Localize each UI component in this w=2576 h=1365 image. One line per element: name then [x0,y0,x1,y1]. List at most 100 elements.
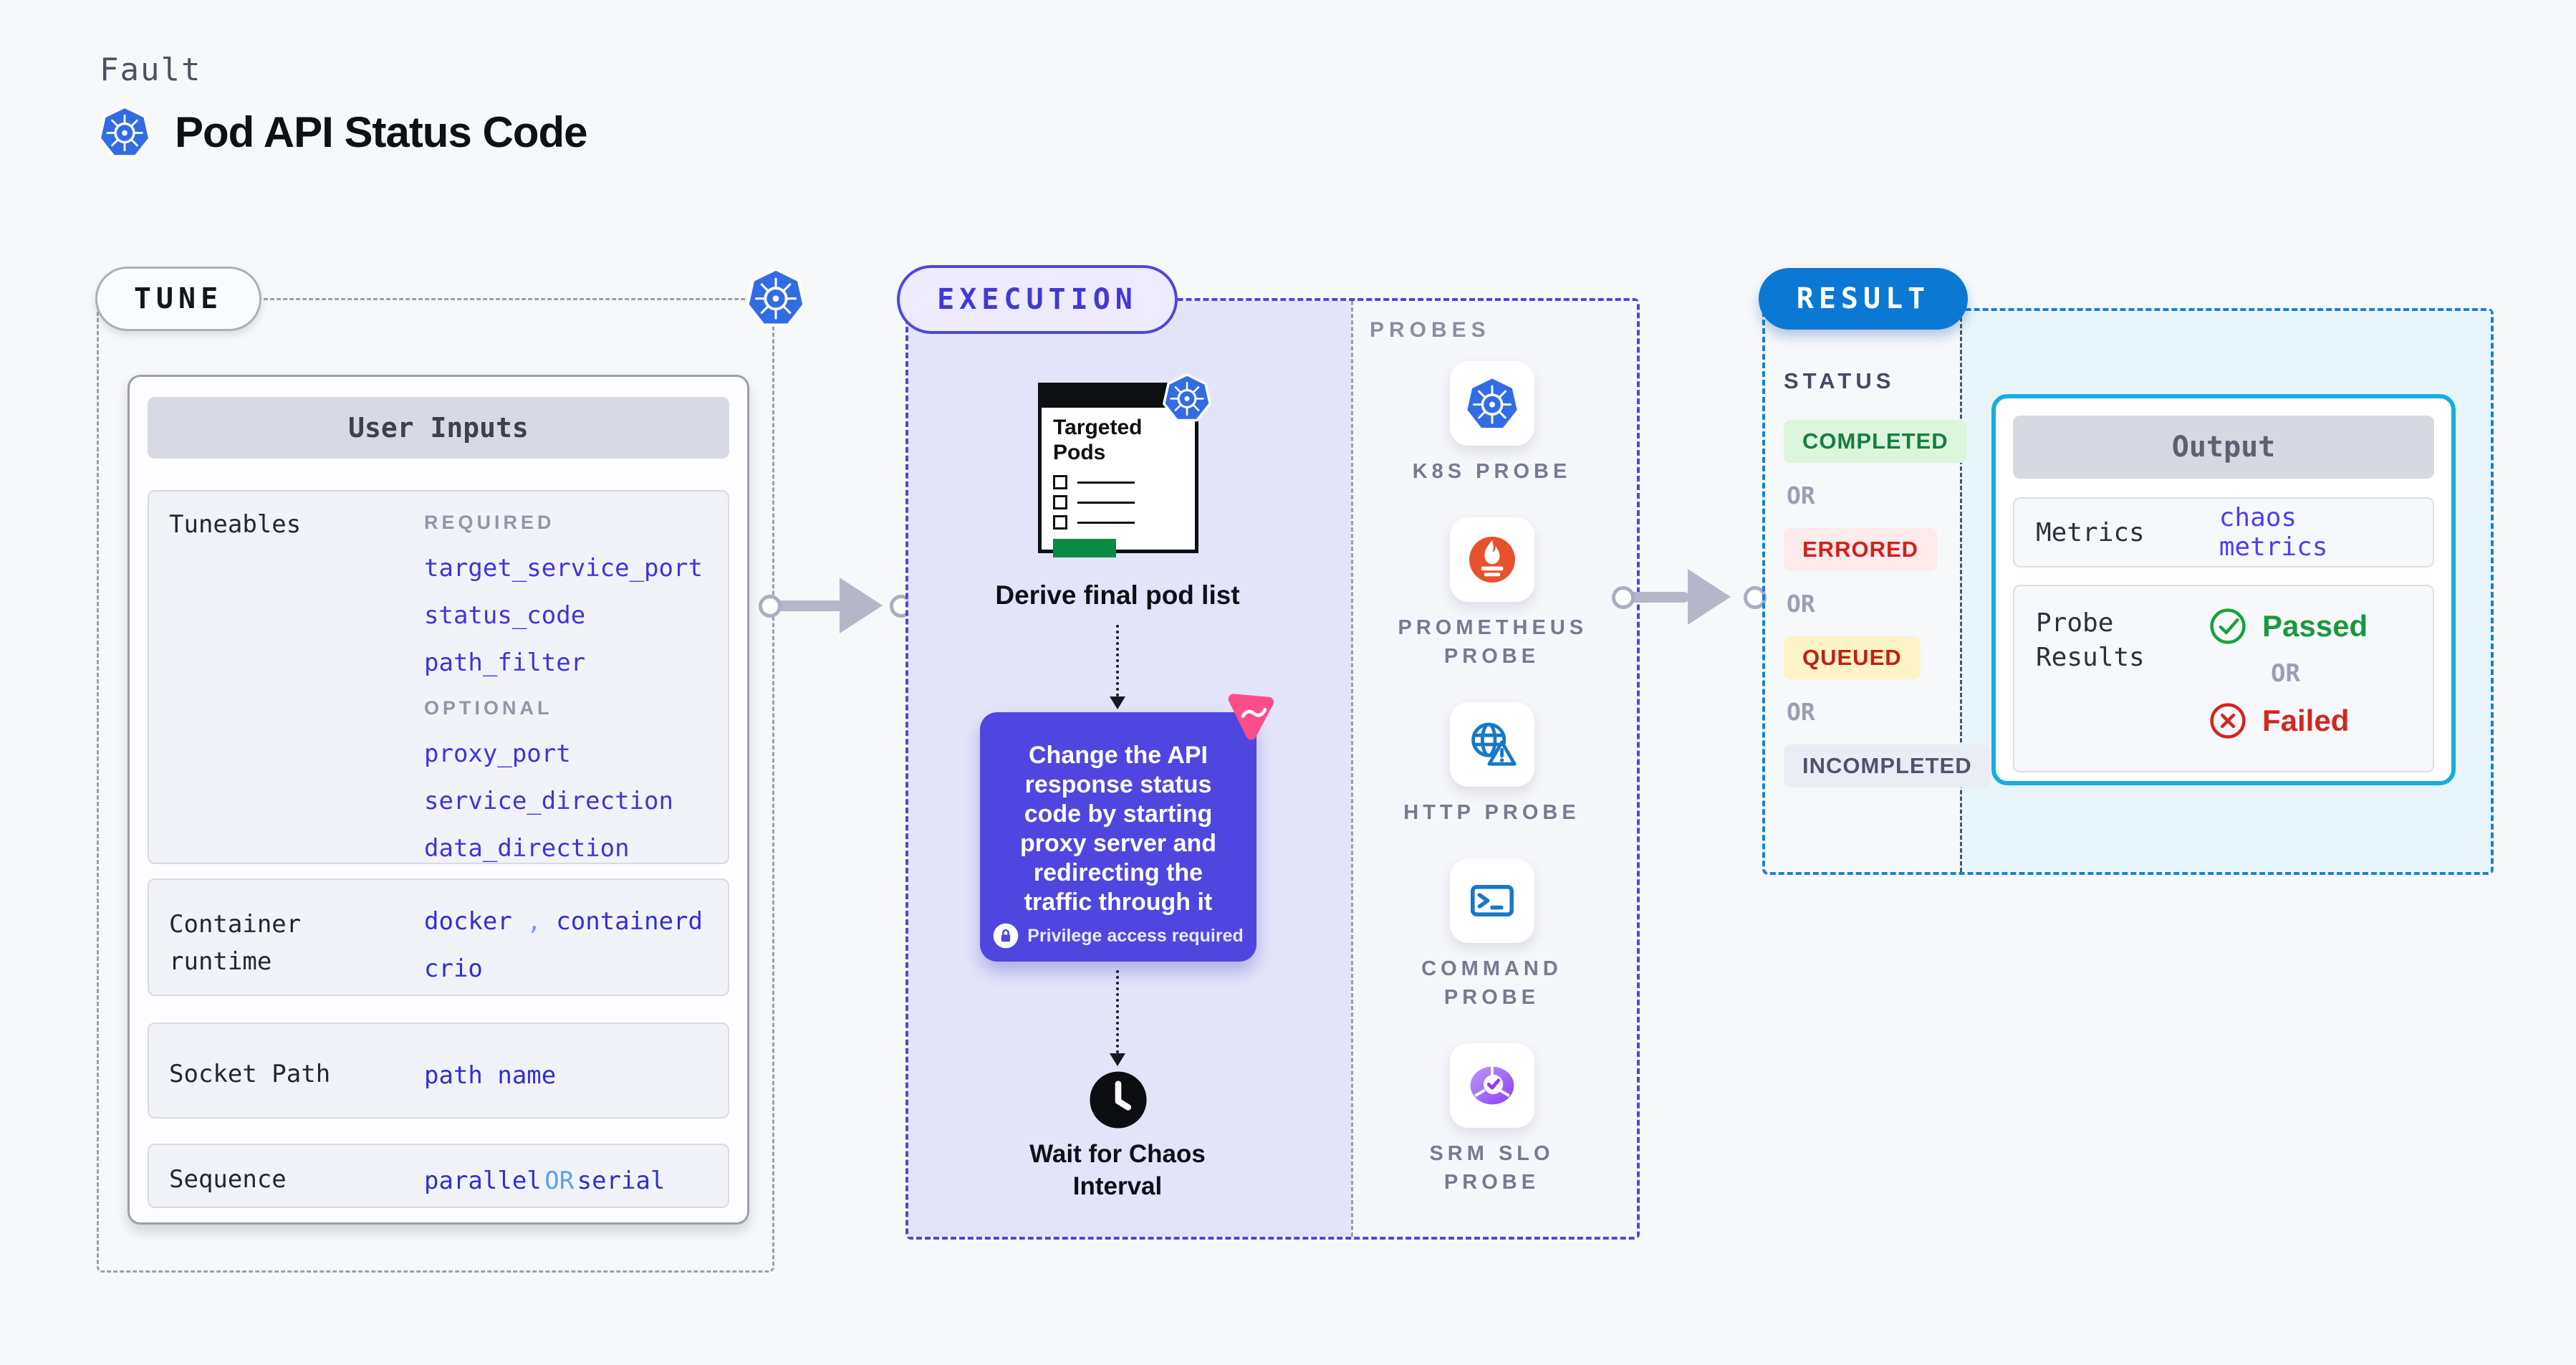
execution-pill: EXECUTION [897,265,1178,334]
tuneable-link[interactable]: path_filter [424,648,586,677]
wait-chaos-caption: Wait for Chaos Interval [1029,1140,1206,1200]
socket-path-value[interactable]: path name [424,1061,557,1090]
arrow-head-icon [1110,696,1125,709]
status-badge-queued: QUEUED [1784,636,1921,679]
probe-label: K8S PROBE [1412,460,1572,483]
sequence-value[interactable]: serial [577,1167,665,1195]
probe-results-label: Probe Results [2036,608,2145,672]
status-badge-incompleted: INCOMPLETED [1784,744,1991,787]
probes-list: K8S PROBE PROMETHEUS PROBE HTTP PROBE CO… [1350,361,1634,1197]
sequence-or: OR [544,1167,575,1195]
container-runtime-values: docker , containerd crio [424,907,703,983]
tuneable-link[interactable]: service_direction [424,787,673,815]
optional-heading: OPTIONAL [424,697,553,719]
kubernetes-logo-icon [97,105,152,159]
socket-path-row: Socket Path path name [148,1022,729,1119]
metrics-row: Metrics chaos metrics [2013,497,2434,567]
probe-item: HTTP PROBE [1398,702,1586,827]
sequence-value[interactable]: parallel [424,1167,542,1195]
checkbox-icon [1053,515,1067,530]
pod-checklist [1053,472,1195,532]
list-line [1077,501,1135,504]
slo-gauge-check-icon [1464,1057,1521,1114]
kubernetes-logo-icon [745,267,807,328]
arrow-execution-to-result [1620,592,1689,603]
probes-heading: PROBES [1370,318,1491,342]
probe-item: COMMAND PROBE [1398,858,1586,1012]
sequence-row: Sequence parallel OR serial [148,1144,729,1208]
user-inputs-card: User Inputs Tuneables REQUIRED target_se… [128,375,749,1225]
status-column: STATUS COMPLETED OR ERRORED OR QUEUED OR… [1784,368,1991,806]
checkbox-icon [1053,475,1067,489]
connector-dot [1612,586,1635,609]
output-title: Output [2013,416,2434,479]
probe-card [1449,361,1534,446]
probe-label: HTTP PROBE [1403,801,1580,824]
lock-icon [993,923,1019,949]
or-separator: OR [2271,659,2300,688]
derive-pod-list-caption: Derive final pod list [995,580,1240,610]
tune-pill: TUNE [95,267,261,331]
output-card: Output Metrics chaos metrics Probe Resul… [1991,394,2456,785]
required-heading: REQUIRED [424,512,555,533]
tuneables-row: Tuneables REQUIRED target_service_port s… [148,490,729,864]
status-badge-errored: ERRORED [1784,528,1938,571]
tuneable-link[interactable]: target_service_port [424,554,703,583]
clock-icon [1087,1069,1149,1131]
runtime-comma: , [527,907,542,936]
prometheus-flame-icon [1464,531,1521,588]
status-heading: STATUS [1784,368,1895,393]
probe-card [1449,517,1534,602]
pod-card-title: Targeted Pods [1053,416,1143,464]
arrow-tune-to-execution [772,600,844,611]
check-circle-icon [2208,606,2248,646]
probe-item: PROMETHEUS PROBE [1398,517,1586,671]
tuneables-values: REQUIRED target_service_port status_code… [424,510,703,863]
probe-label: SRM SLO PROBE [1429,1142,1554,1194]
kubernetes-logo-icon [1162,373,1212,423]
user-inputs-title: User Inputs [148,397,729,459]
terminal-prompt-icon [1464,872,1521,929]
or-separator: OR [1787,482,1815,509]
tuneable-link[interactable]: status_code [424,601,586,630]
chaos-action-text: Change the API response status code by s… [1019,742,1217,916]
result-pill: RESULT [1759,268,1968,330]
probe-label: PROMETHEUS PROBE [1398,616,1588,668]
tuneable-link[interactable]: proxy_port [424,739,571,768]
kubernetes-logo-icon [1464,375,1521,432]
globe-warning-icon [1464,716,1521,773]
failed-line: Failed [2208,701,2368,741]
dotted-connector [1116,970,1119,1053]
failed-label: Failed [2262,704,2350,737]
probe-results-values: Passed OR Failed [2208,606,2368,751]
x-circle-icon [2208,701,2248,741]
passed-label: Passed [2262,609,2368,643]
list-line [1077,481,1135,484]
fault-kicker: Fault [100,52,202,88]
checkbox-icon [1053,495,1067,509]
tuneable-link[interactable]: data_direction [424,834,630,863]
socket-path-label: Socket Path [169,1060,331,1088]
probe-card [1449,702,1534,787]
tuneables-label: Tuneables [169,510,302,539]
chaos-pink-mark-icon [1219,683,1283,747]
arrow-head-icon [1688,569,1731,625]
passed-line: Passed [2208,606,2368,646]
connector-dot [759,595,782,618]
container-runtime-label: Container runtime [169,910,302,976]
runtime-value[interactable]: containerd [556,907,703,936]
runtime-value[interactable]: crio [424,954,483,983]
progress-bar [1053,539,1116,557]
privilege-note-text: Privilege access required [1027,925,1244,946]
runtime-value[interactable]: docker [424,907,512,936]
arrow-head-icon [840,578,883,633]
probe-results-row: Probe Results Passed OR Failed [2013,585,2434,772]
probe-card [1449,858,1534,943]
list-line [1077,521,1135,524]
chaos-action-card: Change the API response status code by s… [980,712,1256,962]
page-header: Pod API Status Code [97,105,587,159]
container-runtime-row: Container runtime docker , containerd cr… [148,878,729,996]
probe-item: SRM SLO PROBE [1398,1043,1586,1197]
metrics-value[interactable]: chaos metrics [2219,503,2328,562]
